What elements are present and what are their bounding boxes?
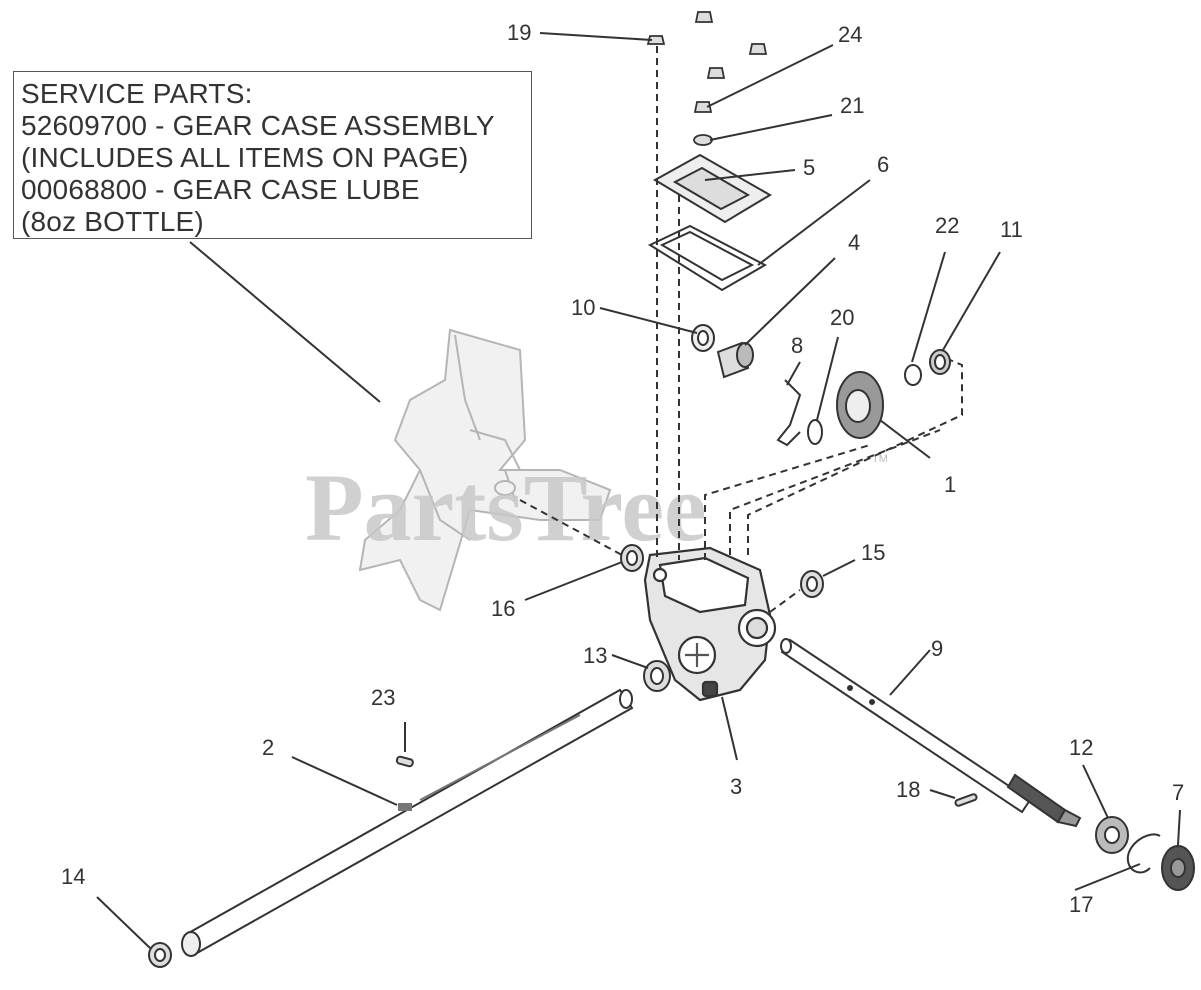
- part-2-shaft: [181, 688, 634, 957]
- part-17-ring: [1126, 833, 1161, 874]
- part-23-key: [395, 755, 414, 768]
- leader-lines: [96, 32, 1181, 949]
- callout-3: 3: [730, 774, 742, 799]
- callout-12: 12: [1069, 735, 1093, 760]
- service-parts-line-4: (8oz BOTTLE): [21, 206, 204, 237]
- part-20-ring: [807, 419, 823, 445]
- upper-small-parts: [691, 324, 951, 447]
- part-9-worm-shaft: [780, 638, 1082, 828]
- callout-17: 17: [1069, 892, 1093, 917]
- callout-8: 8: [791, 333, 803, 358]
- part-21-washer: [693, 134, 713, 146]
- callout-21: 21: [840, 93, 864, 118]
- callout-14: 14: [61, 864, 85, 889]
- part-19-bolt: [646, 35, 666, 45]
- callout-6: 6: [877, 152, 889, 177]
- part-3-gear-case: [643, 546, 777, 702]
- part-6-gasket: [647, 224, 768, 292]
- callout-1: 1: [944, 472, 956, 497]
- callout-13: 13: [583, 643, 607, 668]
- callout-5: 5: [803, 155, 815, 180]
- service-parts-line-3: 00068800 - GEAR CASE LUBE: [21, 174, 420, 205]
- callout-labels: 1 2 3 4 5 6 7 8 9 10 11 12 13 14 15 16 1…: [61, 20, 1184, 917]
- bolts: [646, 11, 768, 146]
- callout-19: 19: [507, 20, 531, 45]
- callout-22: 22: [935, 213, 959, 238]
- callout-23: 23: [371, 685, 395, 710]
- watermark-text: PartsTree: [305, 454, 707, 561]
- callout-18: 18: [896, 777, 920, 802]
- callout-24: 24: [838, 22, 862, 47]
- part-24-bolt: [693, 101, 713, 113]
- callout-7: 7: [1172, 780, 1184, 805]
- lower-small-parts: [148, 544, 1195, 968]
- service-parts-heading: SERVICE PARTS:: [21, 78, 253, 109]
- service-parts-line-2: (INCLUDES ALL ITEMS ON PAGE): [21, 142, 469, 173]
- callout-16: 16: [491, 596, 515, 621]
- watermark-tm: TM: [872, 453, 888, 465]
- service-parts-line-1: 52609700 - GEAR CASE ASSEMBLY: [21, 110, 495, 141]
- callout-11: 11: [1000, 217, 1023, 242]
- assembly-lines: [519, 46, 963, 613]
- callout-10: 10: [571, 295, 595, 320]
- callout-15: 15: [861, 540, 885, 565]
- auger-housing-ghost: [358, 328, 612, 612]
- callout-20: 20: [830, 305, 854, 330]
- service-parts-box: SERVICE PARTS: 52609700 - GEAR CASE ASSE…: [13, 71, 532, 239]
- callout-2: 2: [262, 735, 274, 760]
- part-18-pin: [954, 793, 978, 807]
- callout-9: 9: [931, 636, 943, 661]
- part-22-washer: [904, 364, 922, 386]
- part-5-cover: [653, 153, 772, 224]
- callout-4: 4: [848, 230, 860, 255]
- part-8-clip: [776, 379, 802, 447]
